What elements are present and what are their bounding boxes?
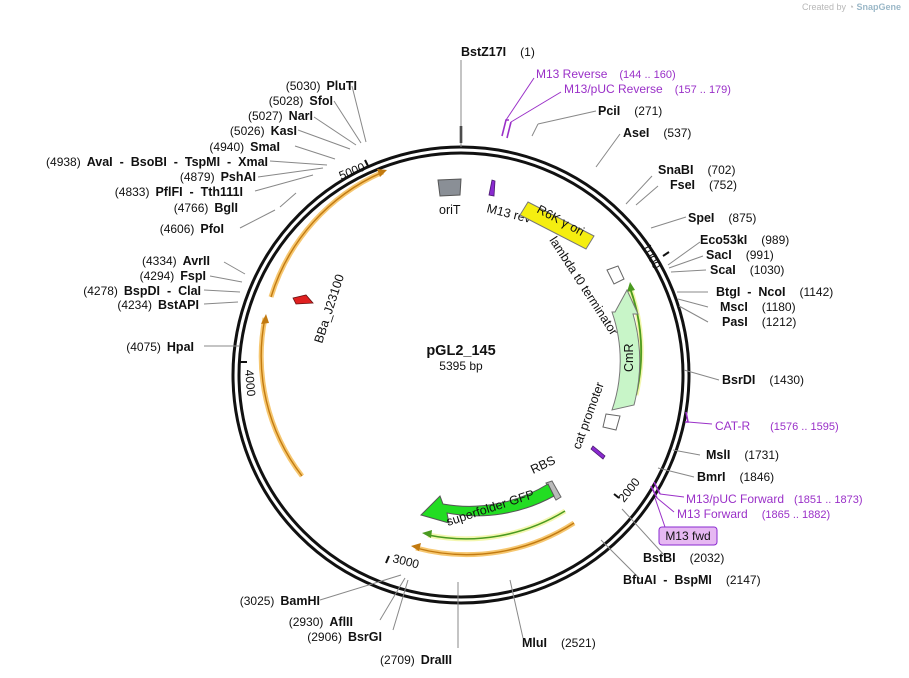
primer-m13-puc-forward[interactable]: M13/pUC Forward(1851 .. 1873) xyxy=(686,492,863,506)
site-pflfi-tth111i[interactable]: (4833)PflFI - Tth111I xyxy=(115,185,243,199)
orange-orf-left-core xyxy=(260,317,303,477)
m13-reverse-leader xyxy=(505,77,535,121)
credit-prefix: Created by xyxy=(801,2,847,12)
site-bmri[interactable]: BmrI(1846) xyxy=(697,470,774,484)
cmr-orf-arrowhead xyxy=(627,282,635,292)
orange-orf-bottom-arrowhead xyxy=(411,543,421,551)
site-bsrdi[interactable]: BsrDI(1430) xyxy=(722,373,804,387)
snapgene-credit: Created by ◔ SnapGene xyxy=(802,2,901,12)
site-nari[interactable]: (5027)NarI xyxy=(248,109,313,123)
site-hpai[interactable]: (4075)HpaI xyxy=(126,340,194,354)
tick-label-3000: 3000 xyxy=(391,551,421,571)
site-draiii[interactable]: (2709)DraIII xyxy=(380,653,452,667)
primer-m13-reverse[interactable]: M13 Reverse(144 .. 160) xyxy=(536,67,676,81)
site-pluti[interactable]: (5030)PluTI xyxy=(286,79,357,93)
cat-r-feature[interactable] xyxy=(590,445,606,460)
site-bspdi-clai[interactable]: (4278)BspDI - ClaI xyxy=(83,284,201,298)
site-bamhi[interactable]: (3025)BamHI xyxy=(240,594,320,608)
lambda-t0-terminator-label: lambda t0 terminator xyxy=(546,234,620,338)
site-kasi[interactable]: (5026)KasI xyxy=(230,124,297,138)
site-avai-bsobi-tspmi-xmai[interactable]: (4938)AvaI - BsoBI - TspMI - XmaI xyxy=(46,155,268,169)
orf-arcs xyxy=(258,169,644,558)
cat-promoter-feature[interactable] xyxy=(602,413,621,431)
cut-site-labels-right: BstZ17I(1) PciI(271) AseI(537) SnaBI(702… xyxy=(461,45,833,650)
site-bstapi[interactable]: (4234)BstAPI xyxy=(117,298,199,312)
site-mlui[interactable]: MluI(2521) xyxy=(522,636,596,650)
primer-m13-forward[interactable]: M13 Forward(1865 .. 1882) xyxy=(677,507,830,521)
site-avrii[interactable]: (4334)AvrII xyxy=(142,254,210,268)
primer-marks: M13 fwd xyxy=(501,77,718,546)
site-bfuai-bspmi[interactable]: BfuAI - BspMI(2147) xyxy=(623,573,761,587)
site-fsei[interactable]: FseI(752) xyxy=(670,178,737,192)
tick-label-2000: 2000 xyxy=(615,475,643,505)
site-asei[interactable]: AseI(537) xyxy=(623,126,691,140)
r6k-ori-feature[interactable] xyxy=(519,201,595,250)
site-spei[interactable]: SpeI(875) xyxy=(688,211,756,225)
tick-5000 xyxy=(364,159,369,167)
site-pasi[interactable]: PasI(1212) xyxy=(722,315,796,329)
site-snabi[interactable]: SnaBI(702) xyxy=(658,163,735,177)
m13-puc-reverse-mark[interactable] xyxy=(506,121,512,139)
site-pshai[interactable]: (4879)PshAI xyxy=(180,170,256,184)
tick-1000 xyxy=(662,251,670,257)
orange-orf-bottom-core xyxy=(415,522,575,556)
inner-features: oriT M13 rev R6K γ ori lambda t0 termina… xyxy=(292,178,641,529)
m13-forward-mark[interactable] xyxy=(650,485,658,499)
site-fspi[interactable]: (4294)FspI xyxy=(140,269,206,283)
m13-forward-leader xyxy=(656,497,675,513)
cat-r-leader xyxy=(687,421,713,425)
tick-3000 xyxy=(385,555,390,564)
m13-fwd-label: M13 fwd xyxy=(665,529,710,543)
site-bstz17i[interactable]: BstZ17I(1) xyxy=(461,45,535,59)
plasmid-name: pGL2_145 xyxy=(426,343,495,359)
cut-site-leaders xyxy=(203,60,720,648)
primer-m13-puc-reverse[interactable]: M13/pUC Reverse(157 .. 179) xyxy=(564,82,731,96)
credit-brand: SnapGene xyxy=(856,2,901,12)
orange-orf-topleft-core xyxy=(270,171,384,298)
site-pcii[interactable]: PciI(271) xyxy=(598,104,662,118)
cat-promoter-label: cat promoter xyxy=(570,380,607,451)
orange-orf-left-arrowhead xyxy=(261,314,269,324)
site-bgli[interactable]: (4766)BglI xyxy=(174,201,238,215)
site-msci[interactable]: MscI(1180) xyxy=(720,300,796,314)
snapgene-logo-icon: ◔ xyxy=(848,2,854,12)
m13-rev-feature[interactable] xyxy=(488,179,496,197)
orange-orf-topleft-arrowhead xyxy=(377,169,387,177)
site-saci[interactable]: SacI(991) xyxy=(706,248,774,262)
orit-label: oriT xyxy=(439,203,461,217)
lambda-t0-terminator-feature[interactable] xyxy=(606,265,625,285)
m13-puc-reverse-leader xyxy=(510,91,562,123)
site-eco53ki[interactable]: Eco53kI(989) xyxy=(700,233,789,247)
site-smai[interactable]: (4940)SmaI xyxy=(209,140,280,154)
site-pfoi[interactable]: (4606)PfoI xyxy=(160,222,224,236)
cmr-label: CmR xyxy=(622,344,636,372)
orange-orf-left xyxy=(258,317,304,478)
sfgfp-orf-arrowhead xyxy=(422,530,432,538)
m13-fwd-feature-box[interactable] xyxy=(658,526,718,546)
site-sfoi[interactable]: (5028)SfoI xyxy=(269,94,333,108)
bba-j23100-label: BBa_J23100 xyxy=(312,272,347,344)
plasmid-length: 5395 bp xyxy=(439,359,483,373)
site-scai[interactable]: ScaI(1030) xyxy=(710,263,784,277)
primer-cat-r[interactable]: CAT-R(1576 .. 1595) xyxy=(715,419,839,433)
rbs-label: RBS xyxy=(528,453,557,477)
site-aflii[interactable]: (2930)AflII xyxy=(289,615,353,629)
primer-labels: M13 Reverse(144 .. 160) M13/pUC Reverse(… xyxy=(536,67,863,521)
cmr-feature[interactable] xyxy=(611,288,641,411)
bba-j23100-feature[interactable] xyxy=(292,294,314,305)
tick-2000 xyxy=(613,493,620,499)
site-bsrgi[interactable]: (2906)BsrGI xyxy=(307,630,382,644)
m13-puc-forward-leader xyxy=(659,493,685,498)
site-btgi-ncoi[interactable]: BtgI - NcoI(1142) xyxy=(716,285,833,299)
m13-fwd-box-leader xyxy=(654,497,666,528)
cut-site-labels-left: (2709)DraIII (2906)BsrGI (2930)AflII (30… xyxy=(46,79,452,667)
tick-label-4000: 4000 xyxy=(242,369,258,397)
sfgfp-feature[interactable] xyxy=(420,483,555,524)
sfgfp-orf-arc-core xyxy=(427,510,566,540)
site-bstbi[interactable]: BstBI(2032) xyxy=(643,551,724,565)
orit-feature[interactable] xyxy=(437,178,462,197)
site-msli[interactable]: MslI(1731) xyxy=(706,448,779,462)
m13-puc-forward-mark[interactable] xyxy=(653,481,661,495)
